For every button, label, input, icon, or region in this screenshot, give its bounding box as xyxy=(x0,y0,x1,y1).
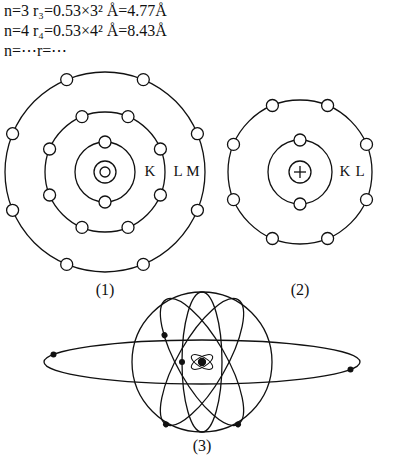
shell-letter: K xyxy=(144,163,157,180)
radius-formula: n=4 r₄=0.53×4² Å=8.43Å xyxy=(4,22,167,40)
shell-letter: M xyxy=(185,163,200,180)
shell-letter: L xyxy=(172,163,183,180)
figure-number: (1) xyxy=(96,281,115,299)
radius-formula: n=3 r₃=0.53×3² Å=4.77Å xyxy=(4,2,167,20)
shell-model-1 xyxy=(5,72,205,272)
radius-formula: n=⋯r=⋯ xyxy=(4,42,67,60)
shell-letter: K xyxy=(339,163,352,180)
shell-letter: L xyxy=(354,163,365,180)
figure-number: (3) xyxy=(193,437,212,455)
figure-number: (2) xyxy=(291,281,310,299)
orbit-model-3 xyxy=(44,288,360,437)
shell-model-2 xyxy=(228,100,373,245)
